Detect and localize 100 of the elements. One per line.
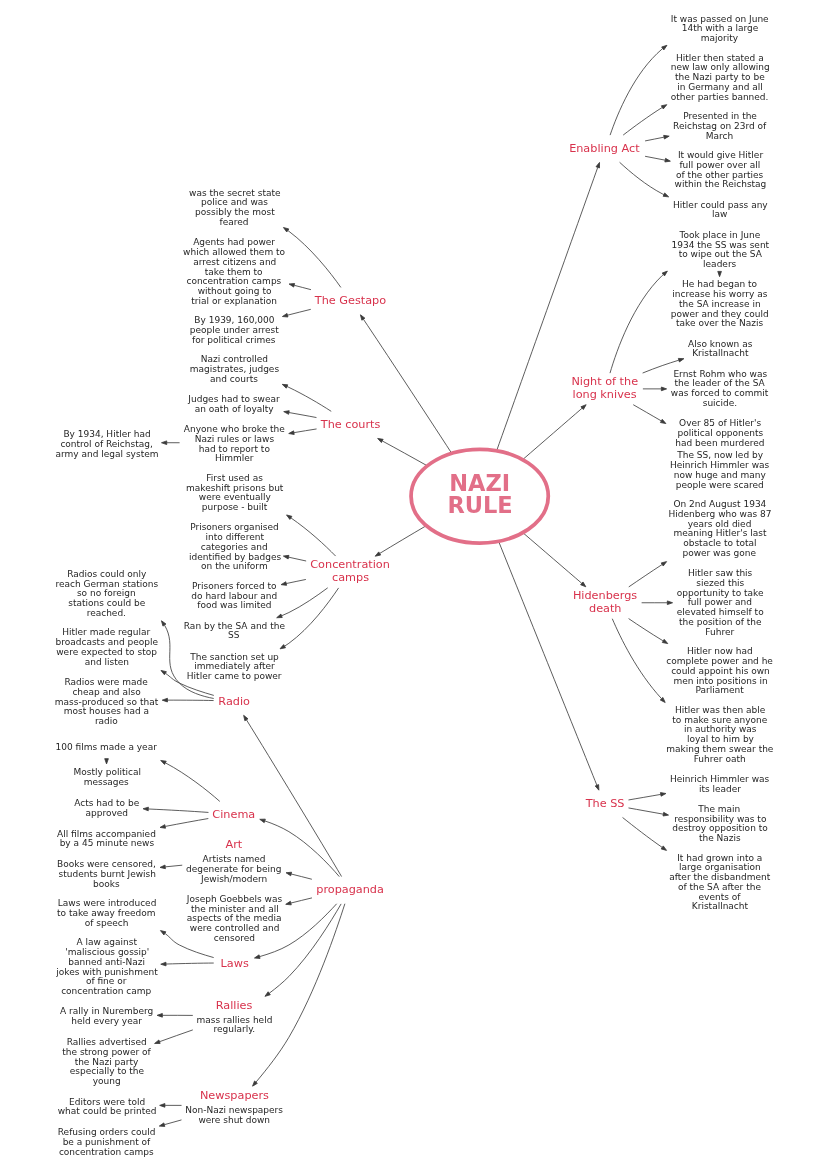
node-text: Laws xyxy=(220,956,249,970)
node-text: Editors were told what could be printed xyxy=(57,1096,157,1117)
arrow xyxy=(622,104,668,136)
arrow xyxy=(644,155,671,163)
node-text: Books were censored, students burnt Jewish books xyxy=(57,859,156,889)
arrow xyxy=(522,532,587,588)
node-text: Joseph Goebbels was the minister and all aspects of the media were controlled and censored xyxy=(186,893,283,943)
arrow xyxy=(142,806,209,813)
arrow xyxy=(628,561,668,588)
arrow xyxy=(259,818,340,878)
arrow xyxy=(158,1119,182,1127)
node-text: Laws were introduced to take away freedom of speech xyxy=(57,898,157,928)
node-text: Concentration camps xyxy=(310,558,390,584)
node-text: It was passed on June 14th with a large majority xyxy=(670,13,769,44)
arrow xyxy=(159,818,209,829)
arrow xyxy=(243,714,342,877)
node-text: Over 85 of Hitler's political opponents had been murdered The SS, now led by Heinrich Himmler was now huge and many people were scared xyxy=(670,418,770,490)
arrow xyxy=(160,961,215,967)
arrow xyxy=(161,440,180,445)
node-text: Rallies xyxy=(215,998,253,1012)
arrow xyxy=(628,792,667,801)
arrow xyxy=(160,670,215,696)
node-text: He had began to increase his worry as the SA increase in power and they could take over the Nazis xyxy=(670,279,769,329)
arrow xyxy=(622,817,667,851)
node-text: Also known as Kristallnacht xyxy=(688,338,753,359)
node-text: Took place in June 1934 the SS was sent to wipe out the SA leaders xyxy=(671,229,770,270)
node-text: Prisoners organised into different categories and identified by badges on the uniform xyxy=(189,522,282,572)
arrow xyxy=(609,44,668,136)
node-label: Artists named degenerate for being Jewish/modern xyxy=(186,854,282,884)
arrow xyxy=(156,1013,194,1018)
arrow xyxy=(377,438,428,467)
node-text: First used as makeshift prisons but were eventually purpose - built xyxy=(186,472,284,513)
node-text: Hitler saw this siezed this opportunity to take full power and elevated himself to the position of the Fuhrer xyxy=(676,568,764,637)
node-text: The SS xyxy=(585,796,625,810)
node-text: Judges had to swear an oath of loyalty xyxy=(188,394,280,414)
arrow xyxy=(160,930,215,958)
node-text: Night of the long knives xyxy=(571,375,639,401)
arrow xyxy=(254,903,338,959)
arrow xyxy=(285,871,313,880)
arrow xyxy=(619,161,670,198)
node-text: Rallies advertised the strong power of the Nazi party especially to the young xyxy=(62,1037,151,1087)
node-text: Hitler now had complete power and he could appoint his own men into positions in Parliament xyxy=(666,646,773,696)
arrow xyxy=(160,760,221,802)
node-ellipse: NAZI RULE xyxy=(409,447,551,545)
node-text: Presented in the Reichstag on 23rd of March xyxy=(673,111,767,141)
node-text: It had grown into a large organisation after the disbandment of the SA after the events of Kristallnacht xyxy=(669,852,771,912)
node-text: Acts had to be approved xyxy=(74,797,140,818)
node-text: Ran by the SA and the SS xyxy=(183,620,285,641)
arrow xyxy=(282,554,307,562)
node-text: A rally in Nuremberg held every year xyxy=(60,1006,154,1027)
node-text: Mostly political messages xyxy=(73,767,141,787)
arrow xyxy=(264,903,342,997)
node-text: A law against 'maliscious gossip' banned anti-Nazi jokes with punishment of fine or concentration camp xyxy=(56,937,158,997)
node-text: Enabling Act xyxy=(569,141,640,155)
node-text: The courts xyxy=(320,417,381,431)
node-text: Hidenbergs death xyxy=(572,589,638,615)
node-text: Radios could only reach German stations so no foreign stations could be reached. xyxy=(55,568,159,618)
node-text: Heinrich Himmler was its leader xyxy=(670,773,770,794)
arrow xyxy=(642,386,668,392)
arrow xyxy=(609,270,668,374)
arrow xyxy=(286,514,336,557)
arrow xyxy=(360,314,453,454)
arrow xyxy=(496,162,600,452)
arrow xyxy=(159,1103,182,1108)
arrow xyxy=(288,428,317,435)
arrow xyxy=(628,618,669,644)
node-text: The main responsibility was to destroy opposition to the Nazis xyxy=(672,803,768,844)
node-text: By 1934, Hitler had control of Reichstag, army and legal system xyxy=(55,429,159,459)
arrow xyxy=(283,227,342,288)
node-text: All films accompanied by a 45 minute news xyxy=(57,828,156,849)
arrow xyxy=(641,600,673,605)
arrow xyxy=(154,1029,194,1044)
arrow xyxy=(281,383,332,412)
node-text: Refusing orders could be a punishment of concentration camps xyxy=(57,1127,156,1157)
arrow xyxy=(374,525,427,557)
node-label: mass rallies held regularly. xyxy=(196,1014,273,1035)
node-text: Hitler was then able to make sure anyone in authority was loyal to him by making them swear the Fuhrer oath xyxy=(666,704,774,764)
node-text: 100 films made a year xyxy=(55,741,157,752)
node-text: It would give Hitler full power over all of the other parties within the Reichstag xyxy=(674,150,767,190)
arrow xyxy=(159,864,183,870)
arrow xyxy=(642,358,685,374)
node-text: On 2nd August 1934 Hidenberg who was 87 years old died meaning Hitler's last obstacle to total power was gone xyxy=(668,499,772,558)
arrow xyxy=(282,308,312,318)
node-text: Anyone who broke the Nazi rules or laws had to report to Himmler xyxy=(183,424,285,464)
node-text: Nazi controlled magistrates, judges and courts xyxy=(189,354,280,384)
arrow xyxy=(522,404,587,460)
arrow xyxy=(280,579,307,586)
arrow xyxy=(644,134,670,142)
node-text: By 1939, 160,000 people under arrest for political crimes xyxy=(189,315,279,345)
node-text: Ernst Rohm who was the leader of the SA was forced to commit suicide. xyxy=(670,368,769,408)
node-text: Art xyxy=(225,838,243,852)
arrow xyxy=(252,903,346,1087)
node-text: Radios were made cheap and also mass-produced so that most houses had a radio xyxy=(54,677,159,727)
node-text: Hitler made regular broadcasts and people were expected to stop and listen xyxy=(55,627,158,667)
node-text: Radio xyxy=(218,694,250,708)
arrow xyxy=(498,540,600,791)
node-text: propaganda xyxy=(316,883,384,897)
arrow xyxy=(632,404,667,424)
node-text: Cinema xyxy=(212,808,256,822)
node-text: Hitler could pass any law xyxy=(673,199,768,220)
